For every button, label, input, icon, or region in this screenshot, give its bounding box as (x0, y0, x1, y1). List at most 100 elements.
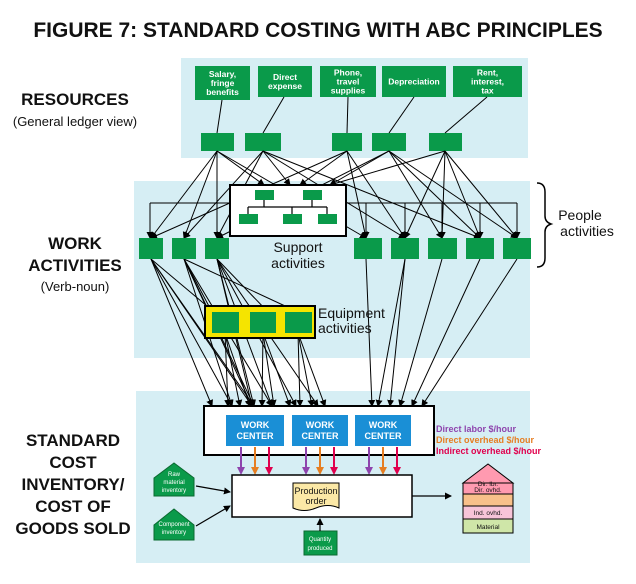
equipment-activity-box-1 (212, 312, 239, 333)
resource-pool-5 (429, 133, 462, 151)
cost-material: Material (476, 524, 500, 531)
resource-category-text-2-1: Direct (273, 72, 297, 82)
work-activity-boxes (139, 238, 531, 259)
activity-box-a1 (139, 238, 163, 259)
activity-arrow (216, 258, 269, 313)
people-to-wc-arrow (411, 258, 481, 407)
category-connector (216, 99, 223, 134)
work-center-2 (292, 415, 348, 446)
category-connector (262, 96, 285, 134)
resource-to-activity-arrow (329, 150, 446, 187)
category-connector (346, 96, 349, 134)
resource-to-activity-arrow (182, 150, 218, 239)
rate-label-1: Direct labor $/hour (436, 424, 517, 434)
resource-to-activity-arrow (444, 150, 518, 239)
people-to-wc-arrow (398, 258, 443, 407)
support-activity-box-5 (318, 214, 337, 224)
activity-arrow (183, 258, 299, 313)
support-activity-box-1 (255, 190, 274, 200)
inventory-label-line-4: COST OF (35, 497, 111, 516)
people-label-line2: activities (560, 223, 614, 239)
resource-pool-3 (332, 133, 362, 151)
activity-box-p2 (391, 238, 419, 259)
work-center-text-3-2: CENTER (364, 431, 402, 441)
cost-ind-ovhd: Ind. ovhd. (474, 510, 503, 517)
resources-label: RESOURCES (21, 90, 129, 109)
resource-category-text-1-2: fringe (211, 78, 235, 88)
people-to-wc-arrow (421, 258, 518, 407)
work-center-text-1-2: CENTER (236, 431, 274, 441)
work-center-1 (226, 415, 284, 446)
resource-category-text-5-1: Rent, (477, 68, 498, 78)
activity-box-p5 (503, 238, 531, 259)
resource-category-text-3-2: travel (337, 77, 360, 87)
activity-box-p4 (466, 238, 494, 259)
work-center-text-2-2: CENTER (301, 431, 339, 441)
resource-pool-4 (372, 133, 406, 151)
resource-category-box-2 (258, 66, 312, 97)
activity-box-a3 (205, 238, 229, 259)
resource-category-text-3-3: supplies (331, 86, 366, 96)
work-label-line1: WORK (48, 234, 103, 253)
qty-line1: Quantity (309, 537, 331, 543)
resource-category-box-4 (382, 66, 446, 97)
support-label-line1: Support (273, 239, 322, 255)
resource-category-text-3-1: Phone, (334, 68, 362, 78)
equipment-activity-box-2 (250, 312, 276, 333)
cost-dir-ovhd: Dir. ovhd. (474, 487, 502, 494)
activity-box-a2 (172, 238, 196, 259)
work-sublabel: (Verb-noun) (41, 279, 110, 294)
resource-to-activity-arrow (262, 150, 291, 186)
equipment-to-wc-arrow (224, 332, 243, 407)
component-inventory: Component inventory (153, 508, 195, 541)
resource-to-activity-arrow (388, 150, 443, 239)
inventory-label-line-3: INVENTORY/ (22, 475, 125, 494)
equipment-to-wc-arrow (224, 332, 252, 407)
resource-pool-1 (201, 133, 234, 151)
resource-category-box-5 (453, 66, 522, 97)
resource-category-text-1-3: benefits (206, 87, 239, 97)
resource-category-text-5-3: tax (481, 86, 494, 96)
production-order-line1: Production (294, 486, 337, 496)
activity-arrow (150, 258, 215, 313)
resources-sublabel: (General ledger view) (13, 114, 137, 129)
raw-inv-line1: Raw (168, 472, 181, 478)
equipment-to-wc-arrow (262, 332, 277, 407)
resource-to-activity-arrow (329, 150, 390, 186)
resource-to-activity-arrow (388, 150, 518, 239)
people-label-line1: People (558, 207, 602, 223)
equipment-activity-box-3 (285, 312, 312, 333)
production-order-line2: order (305, 496, 326, 506)
resource-to-activity-arrow (444, 150, 482, 239)
raw-inv-line3: inventory (162, 488, 186, 494)
work-center-text-2-1: WORK (306, 420, 335, 430)
category-connector (388, 96, 415, 134)
equipment-to-wc-arrow (258, 332, 266, 407)
activity-to-wc-arrow (150, 258, 213, 407)
activity-to-wc-arrow (150, 258, 233, 407)
resource-pool-2 (245, 133, 281, 151)
resource-to-activity-arrow (388, 150, 481, 239)
equipment-to-wc-arrow (224, 332, 232, 407)
people-to-wc-arrow (365, 258, 376, 407)
work-center-text-1-1: WORK (241, 420, 270, 430)
inventory-label-line-5: GOODS SOLD (15, 519, 130, 538)
support-activities (239, 190, 337, 224)
resource-pools (201, 133, 462, 151)
component-to-production-arrow (195, 505, 231, 527)
rate-label-2: Direct overhead $/hour (436, 435, 535, 445)
equipment-label-line1: Equipment (318, 305, 385, 321)
activity-box-p3 (428, 238, 457, 259)
cost-dir-lbr: Dir. lbr. (478, 481, 498, 488)
inventory-label-line-1: STANDARD (26, 431, 120, 450)
rate-label-3: Indirect overhead $/hour (436, 446, 542, 456)
work-label-line2: ACTIVITIES (28, 256, 122, 275)
raw-to-production-arrow (195, 485, 231, 495)
support-activity-box-3 (239, 214, 258, 224)
raw-inv-line2: material (163, 480, 184, 486)
category-connector (444, 96, 488, 134)
people-to-wc-arrow (387, 258, 406, 407)
